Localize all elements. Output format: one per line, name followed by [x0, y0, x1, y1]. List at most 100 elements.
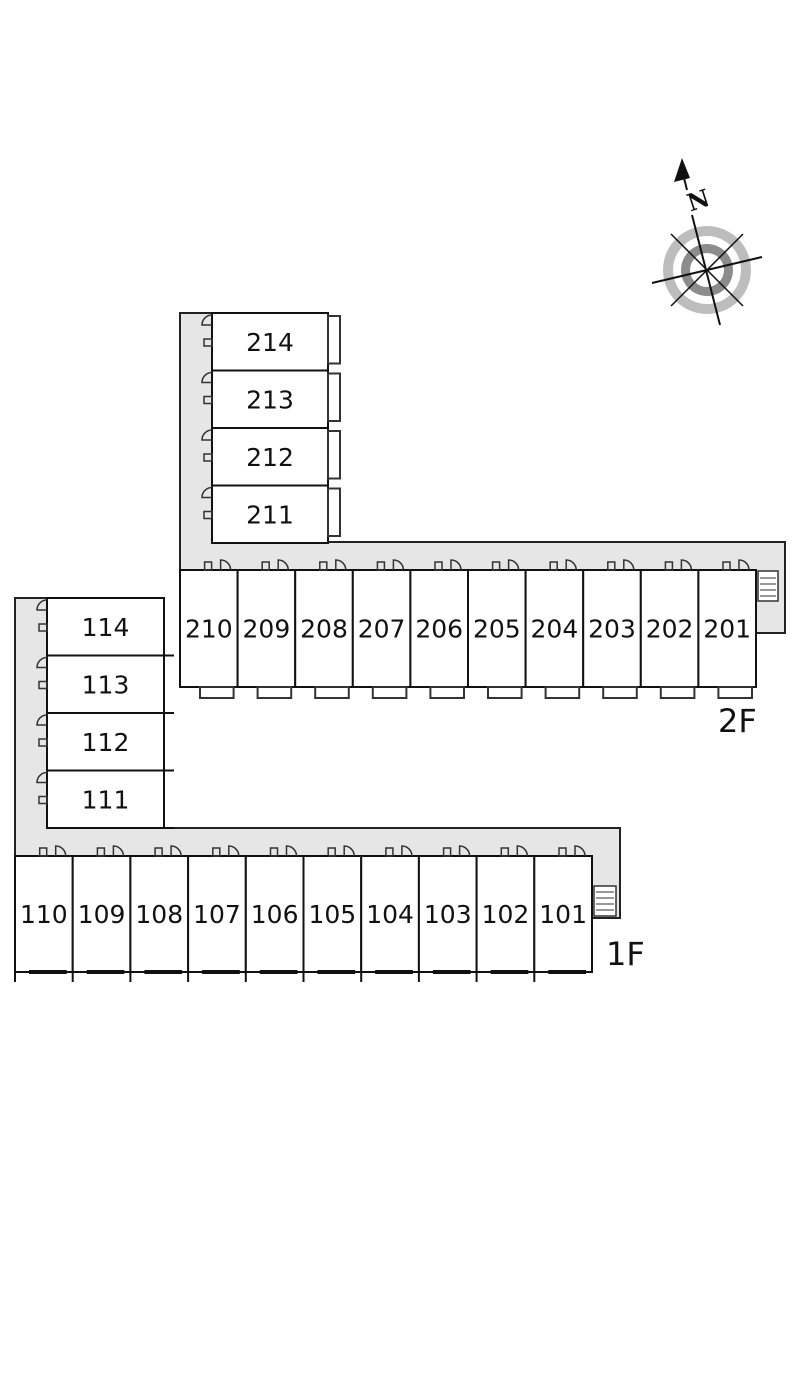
unit-number: 203	[588, 615, 636, 644]
unit-number: 105	[308, 900, 356, 929]
unit-number: 114	[82, 613, 130, 642]
door-icon	[401, 845, 413, 857]
meter-icon	[203, 561, 213, 571]
unit-201: 201	[697, 559, 758, 699]
door-icon	[285, 845, 298, 857]
unit-number: 113	[82, 670, 130, 699]
floor-label-2f: 2F	[718, 702, 757, 740]
door-icon	[201, 314, 213, 326]
door-icon	[112, 845, 125, 857]
unit-outline	[467, 569, 527, 688]
unit-number: 211	[246, 500, 294, 529]
balcony	[327, 372, 341, 422]
unit-105: 105	[302, 845, 363, 982]
unit-number: 214	[246, 328, 294, 357]
meter-icon	[558, 847, 567, 857]
meter-icon	[385, 847, 394, 857]
balcony	[602, 686, 638, 699]
door-icon	[201, 486, 213, 499]
door-icon	[507, 559, 520, 571]
unit-outline	[71, 855, 132, 973]
unit-outline	[409, 569, 469, 688]
door-icon	[458, 845, 471, 857]
unit-205: 205	[467, 559, 527, 699]
unit-number: 112	[82, 728, 130, 757]
door-icon	[574, 845, 586, 857]
unit-111: 111	[36, 769, 174, 829]
door-icon	[36, 771, 48, 784]
north-label: N	[683, 183, 713, 217]
meter-icon	[38, 795, 48, 805]
meter-icon	[203, 453, 213, 462]
unit-211: 211	[201, 484, 341, 544]
unit-number: 202	[646, 615, 694, 644]
unit-104: 104	[360, 845, 420, 982]
meter-icon	[500, 847, 510, 857]
door-icon	[219, 559, 232, 571]
unit-204: 204	[524, 559, 585, 699]
unit-number: 103	[424, 900, 472, 929]
unit-212: 212	[201, 427, 341, 487]
meter-icon	[607, 561, 616, 571]
unit-112: 112	[36, 712, 174, 772]
unit-109: 109	[71, 845, 132, 982]
unit-number: 110	[20, 900, 68, 929]
unit-203: 203	[582, 559, 642, 699]
door-icon	[228, 845, 240, 857]
unit-number: 207	[358, 615, 406, 644]
door-icon	[277, 559, 289, 571]
meter-icon	[491, 561, 501, 571]
balcony	[199, 686, 235, 699]
unit-outline	[639, 569, 700, 688]
door-icon	[680, 559, 693, 571]
door-icon	[450, 559, 462, 571]
meter-icon	[442, 847, 452, 857]
meter-icon	[434, 561, 443, 571]
unit-number: 206	[415, 615, 463, 644]
unit-102: 102	[475, 845, 536, 982]
meter-icon	[154, 847, 163, 857]
unit-206: 206	[409, 559, 469, 699]
door-icon	[516, 845, 529, 857]
unit-outline	[46, 654, 165, 714]
unit-number: 201	[703, 615, 751, 644]
unit-208: 208	[294, 559, 354, 699]
unit-202: 202	[639, 559, 700, 699]
unit-number: 102	[482, 900, 530, 929]
meter-icon	[376, 561, 386, 571]
meter-icon	[38, 847, 48, 857]
door-icon	[392, 559, 405, 571]
unit-number: 209	[243, 615, 291, 644]
balcony	[327, 430, 341, 480]
meter-icon	[38, 738, 48, 747]
meter-icon	[664, 561, 674, 571]
meter-icon	[203, 338, 213, 347]
balcony	[659, 686, 696, 699]
unit-number: 205	[473, 615, 521, 644]
unit-107: 107	[187, 845, 247, 982]
meter-icon	[261, 561, 270, 571]
door-icon	[335, 559, 347, 571]
unit-209: 209	[236, 559, 297, 699]
meter-icon	[203, 395, 213, 405]
balcony	[256, 686, 293, 699]
door-icon	[565, 559, 577, 571]
door-icon	[343, 845, 355, 857]
unit-214: 214	[201, 312, 341, 372]
unit-outline	[533, 855, 593, 973]
compass-icon: N	[651, 158, 763, 326]
door-icon	[623, 559, 635, 571]
unit-207: 207	[351, 559, 412, 699]
door-icon	[36, 656, 48, 669]
unit-113: 113	[36, 654, 174, 714]
unit-number: 109	[78, 900, 126, 929]
meter-icon	[38, 680, 48, 690]
meter-icon	[212, 847, 221, 857]
door-icon	[201, 429, 213, 441]
unit-outline	[351, 569, 412, 688]
unit-101: 101	[533, 845, 593, 982]
meter-icon	[722, 561, 731, 571]
meter-icon	[38, 623, 48, 632]
